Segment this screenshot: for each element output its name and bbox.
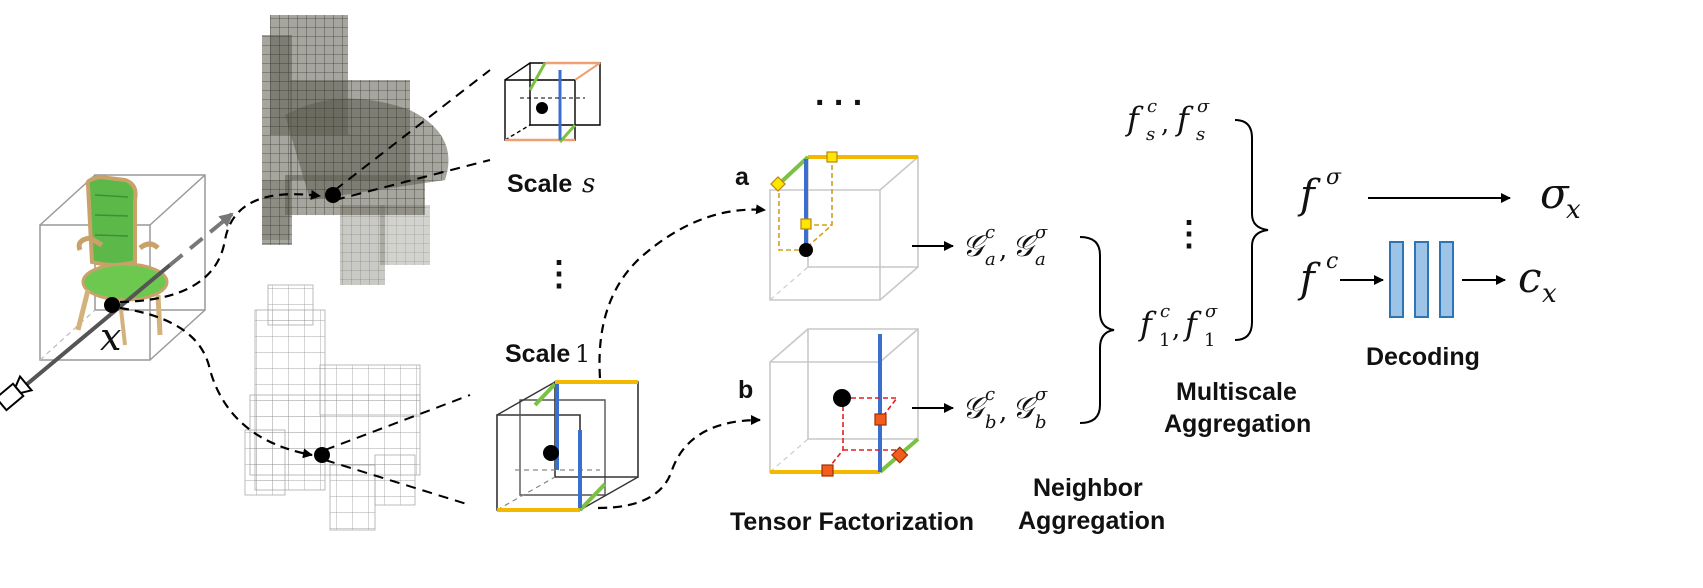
svg-text:σ: σ [1035,384,1048,405]
cube-b [769,328,920,477]
svg-text:f: f [1297,172,1321,218]
zoom-lines [324,69,491,506]
svg-text:x: x [1542,279,1557,309]
svg-text:f: f [1175,100,1194,138]
neighbor-aggregation-label-1: Neighbor [1033,474,1143,502]
scale-s-var: s [582,169,595,199]
decoder-layer-1 [1389,241,1404,318]
neighbor-aggregation-label-2: Aggregation [1018,507,1165,535]
multiscale-aggregation-brace [1234,119,1269,341]
svg-text:c: c [1326,249,1338,274]
multiscale-aggregation-label-2: Aggregation [1164,410,1311,438]
connector-to-scale-s [119,189,321,304]
vertical-ellipsis-features: ⋮ [1172,215,1206,253]
svg-text:,: , [999,235,1007,265]
chair-image [75,174,169,346]
svg-text:c: c [1160,301,1170,322]
svg-text:,: , [999,397,1007,427]
connector-to-cube-b [597,415,761,510]
connector-to-cube-a [598,204,766,379]
neighbor-aggregation-brace [1079,236,1115,424]
voxel-grid-scale-s [262,15,449,285]
svg-text:a: a [1035,249,1046,270]
connector-to-scale-1 [119,306,313,459]
svg-text:f: f [1183,305,1202,343]
svg-text:1: 1 [1159,330,1170,351]
voxel-grid-scale-1 [244,284,421,531]
density-branch: f σ σ x [1297,165,1581,225]
g-b-features: 𝒢 c b , 𝒢 σ b [962,384,1048,433]
svg-text:b: b [1035,412,1047,433]
top-ellipsis: . . . [815,75,862,113]
svg-text:f: f [1297,256,1321,302]
vertical-ellipsis-scales: ⋮ [542,255,576,293]
svg-text:1: 1 [1204,330,1215,351]
scale-s-point [325,187,341,203]
g-a-features: 𝒢 c a , 𝒢 σ a [962,222,1048,270]
svg-text:b: b [985,412,997,433]
scale-1-label: Scale [505,340,570,368]
camera-icon [0,374,34,412]
svg-text:σ: σ [1197,96,1210,117]
svg-text:x: x [1566,195,1581,225]
cube-a [769,151,919,301]
cube-b-label: b [738,376,753,404]
svg-text:f: f [1125,100,1144,138]
svg-text:σ: σ [1205,301,1218,322]
tensor-factorization-label: Tensor Factorization [730,508,974,536]
cube-scale-1 [496,380,639,512]
scale-1-var: 1 [575,340,590,368]
camera-ray [18,212,234,392]
svg-text:a: a [985,249,996,270]
svg-text:f: f [1138,305,1157,343]
scale-1-point [314,447,330,463]
cube-a-label: a [735,163,750,191]
svg-text:,: , [1172,314,1180,344]
svg-text:σ: σ [1540,169,1570,218]
svg-text:s: s [1146,124,1155,145]
svg-text:c: c [985,222,995,243]
decoder-mlp [1389,241,1454,318]
svg-text:σ: σ [1035,222,1048,243]
decoding-label: Decoding [1366,343,1480,371]
svg-text:c: c [985,384,995,405]
svg-text:c: c [1518,253,1542,302]
cube-scale-s [504,61,601,143]
sample-point [104,297,120,313]
scale-s-label: Scale [507,170,572,198]
svg-text:c: c [1147,96,1157,117]
decoder-layer-3 [1439,241,1454,318]
f-1-features: f c 1 , f σ 1 [1138,301,1218,351]
f-s-features: f c s , f σ s [1125,96,1210,145]
svg-text:σ: σ [1326,165,1342,190]
svg-text:s: s [1196,124,1205,145]
decoder-layer-2 [1414,241,1429,318]
svg-text:,: , [1161,109,1169,139]
point-x-label: x [100,315,121,359]
multiscale-aggregation-label-1: Multiscale [1176,378,1297,406]
